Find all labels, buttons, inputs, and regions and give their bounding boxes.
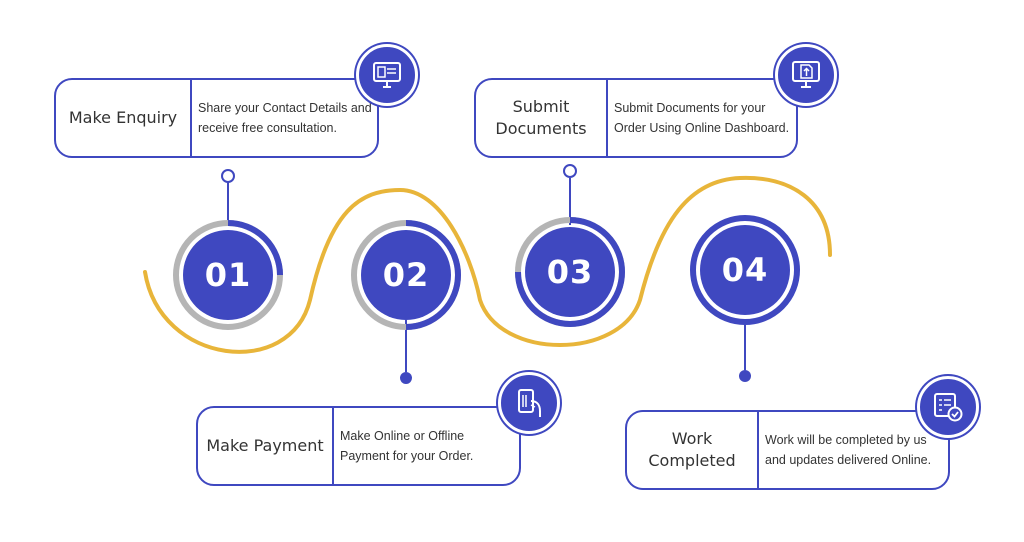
card-payment-icon: [518, 389, 541, 417]
step-number-02: 02: [361, 230, 451, 320]
monitor-profile-icon: [373, 62, 401, 88]
badge-monitor-profile: [356, 44, 418, 106]
step-title-line: Documents: [495, 119, 587, 138]
step-title-line: Work: [671, 429, 713, 448]
step-card-work-completed: Work Completed Work will be completed by…: [625, 410, 950, 490]
connector-1-dot: [221, 169, 235, 183]
connector-4-dot: [739, 370, 751, 382]
checklist-icon: [934, 393, 963, 422]
badge-card-payment: [498, 372, 560, 434]
desc-line: Submit Documents for your: [614, 101, 766, 115]
step-description: Make Online or Offline Payment for your …: [334, 426, 473, 466]
step-description: Submit Documents for your Order Using On…: [608, 98, 789, 138]
desc-line: Share your Contact Details and: [198, 101, 372, 115]
step-number-01: 01: [183, 230, 273, 320]
desc-line: Payment for your Order.: [340, 449, 474, 463]
step-title-line: Submit: [512, 97, 570, 116]
step-title-line: Completed: [648, 451, 736, 470]
badge-checklist: [917, 376, 979, 438]
desc-line: receive free consultation.: [198, 121, 337, 135]
step-title: Submit Documents: [476, 80, 608, 156]
desc-line: and updates delivered Online.: [765, 453, 932, 467]
document-upload-icon: [792, 61, 820, 88]
desc-line: Work will be completed by us: [765, 433, 927, 447]
step-title: Make Payment: [198, 408, 334, 484]
step-title: Work Completed: [627, 412, 759, 488]
step-description: Work will be completed by us and updates…: [759, 430, 931, 470]
step-title: Make Enquiry: [56, 80, 192, 156]
step-number-04: 04: [700, 225, 790, 315]
step-number-03: 03: [525, 227, 615, 317]
step-card-submit-documents: Submit Documents Submit Documents for yo…: [474, 78, 798, 158]
step-title-line: Make Enquiry: [68, 108, 178, 127]
ring-02: [351, 220, 461, 330]
connector-3-dot: [563, 164, 577, 178]
ring-03: [515, 217, 625, 327]
badge-document-upload: [775, 44, 837, 106]
wave-path: [143, 175, 832, 354]
ring-01: [173, 220, 283, 330]
step-card-make-enquiry: Make Enquiry Share your Contact Details …: [54, 78, 379, 158]
desc-line: Make Online or Offline: [340, 429, 465, 443]
step-description: Share your Contact Details and receive f…: [192, 98, 372, 138]
desc-line: Order Using Online Dashboard.: [614, 121, 790, 135]
connector-2-dot: [400, 372, 412, 384]
step-title-line: Make Payment: [206, 436, 324, 455]
step-card-make-payment: Make Payment Make Online or Offline Paym…: [196, 406, 521, 486]
ring-04: [690, 215, 800, 325]
